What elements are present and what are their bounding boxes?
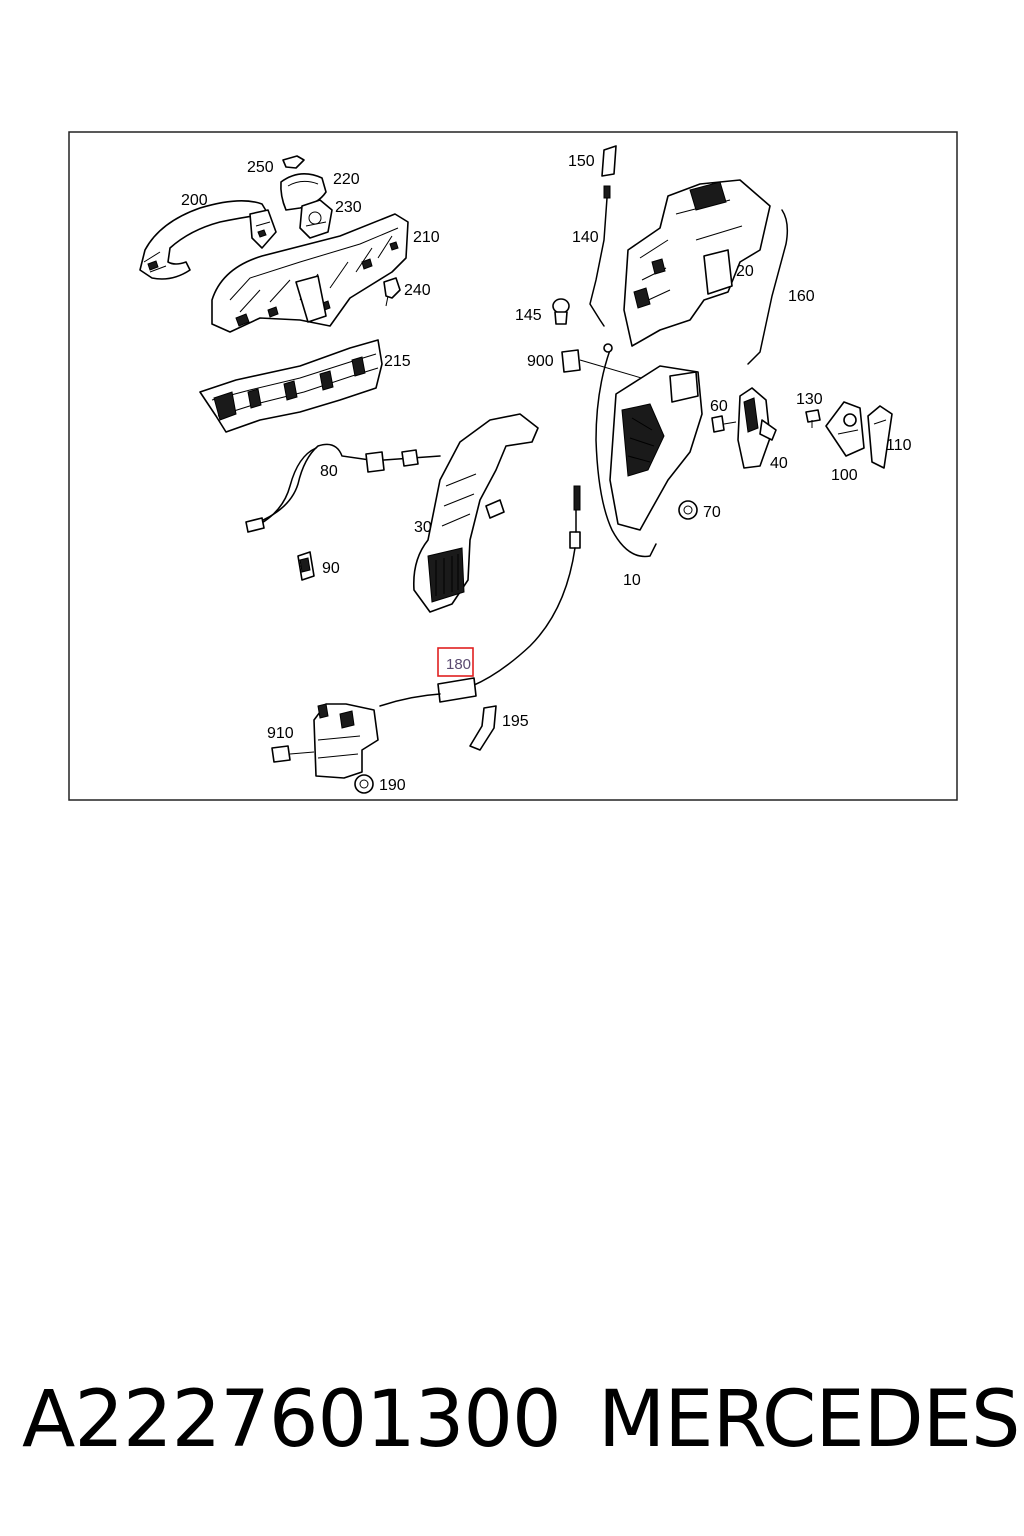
part-910-actuator[interactable]: [271, 703, 379, 779]
callout-220: 220: [333, 171, 360, 188]
part-100-striker[interactable]: [825, 401, 865, 457]
part-130-screw[interactable]: [805, 409, 821, 428]
callout-20: 20: [736, 263, 754, 280]
callout-250: 250: [247, 159, 274, 176]
diagram-frame: [68, 131, 958, 801]
part-150-cap[interactable]: [601, 145, 617, 177]
callout-130: 130: [796, 391, 823, 408]
callout-180: 180: [446, 656, 471, 673]
callout-100: 100: [831, 467, 858, 484]
part-110-plate[interactable]: [867, 405, 893, 469]
part-90-clip[interactable]: [297, 551, 315, 581]
part-180-cable[interactable]: [379, 485, 581, 707]
part-140-rod[interactable]: [589, 185, 611, 327]
part-40-latch[interactable]: [737, 387, 777, 469]
part-250-clip[interactable]: [282, 155, 305, 169]
part-215-seal[interactable]: [199, 339, 383, 433]
part-200-outer-handle[interactable]: [139, 200, 277, 280]
part-70-grommet[interactable]: [678, 500, 698, 520]
callout-240: 240: [404, 282, 431, 299]
part-20-lock-housing[interactable]: [623, 179, 771, 347]
callout-230: 230: [335, 199, 362, 216]
brand-name: MERCEDES: [598, 1375, 1020, 1465]
callout-910: 910: [267, 725, 294, 742]
part-160-rod[interactable]: [747, 209, 789, 365]
part-60-screw[interactable]: [711, 415, 737, 433]
part-80-cable[interactable]: [245, 443, 441, 533]
part-number: A2227601300: [22, 1375, 562, 1465]
part-145-grommet[interactable]: [552, 298, 570, 325]
callout-140: 140: [572, 229, 599, 246]
part-190-grommet[interactable]: [354, 774, 374, 794]
callout-195: 195: [502, 713, 529, 730]
part-230-lock-cylinder[interactable]: [299, 199, 333, 239]
callout-210: 210: [413, 229, 440, 246]
part-195-seal[interactable]: [469, 705, 497, 751]
part-900-connector[interactable]: [561, 349, 663, 385]
callout-145: 145: [515, 307, 542, 324]
callout-180-highlight[interactable]: 180: [437, 647, 474, 677]
callout-160: 160: [788, 288, 815, 305]
part-210-handle-carrier[interactable]: [211, 213, 409, 333]
callout-10: 10: [623, 572, 641, 589]
callout-80: 80: [320, 463, 338, 480]
callout-30: 30: [414, 519, 432, 536]
callout-40: 40: [770, 455, 788, 472]
callout-70: 70: [703, 504, 721, 521]
callout-60: 60: [710, 398, 728, 415]
callout-190: 190: [379, 777, 406, 794]
part-10-door-lock[interactable]: [595, 343, 703, 558]
callout-150: 150: [568, 153, 595, 170]
callout-900: 900: [527, 353, 554, 370]
part-240-screw[interactable]: [383, 277, 401, 307]
callout-215: 215: [384, 353, 411, 370]
callout-90: 90: [322, 560, 340, 577]
part-30-inner-handle[interactable]: [412, 413, 539, 613]
callout-110: 110: [886, 437, 912, 454]
callout-200: 200: [181, 192, 208, 209]
